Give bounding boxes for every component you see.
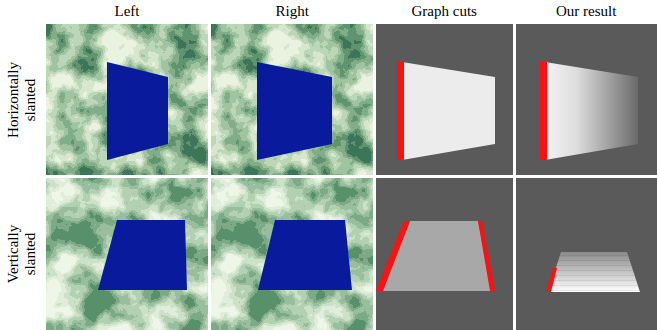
column-header: Left <box>115 3 140 20</box>
row-label: Horizontally slanted <box>5 52 39 148</box>
column-header: Our result <box>556 3 616 20</box>
row-label: Vertically slanted <box>5 206 39 302</box>
column-header: Graph cuts <box>412 3 477 20</box>
column-header: Right <box>276 3 309 20</box>
